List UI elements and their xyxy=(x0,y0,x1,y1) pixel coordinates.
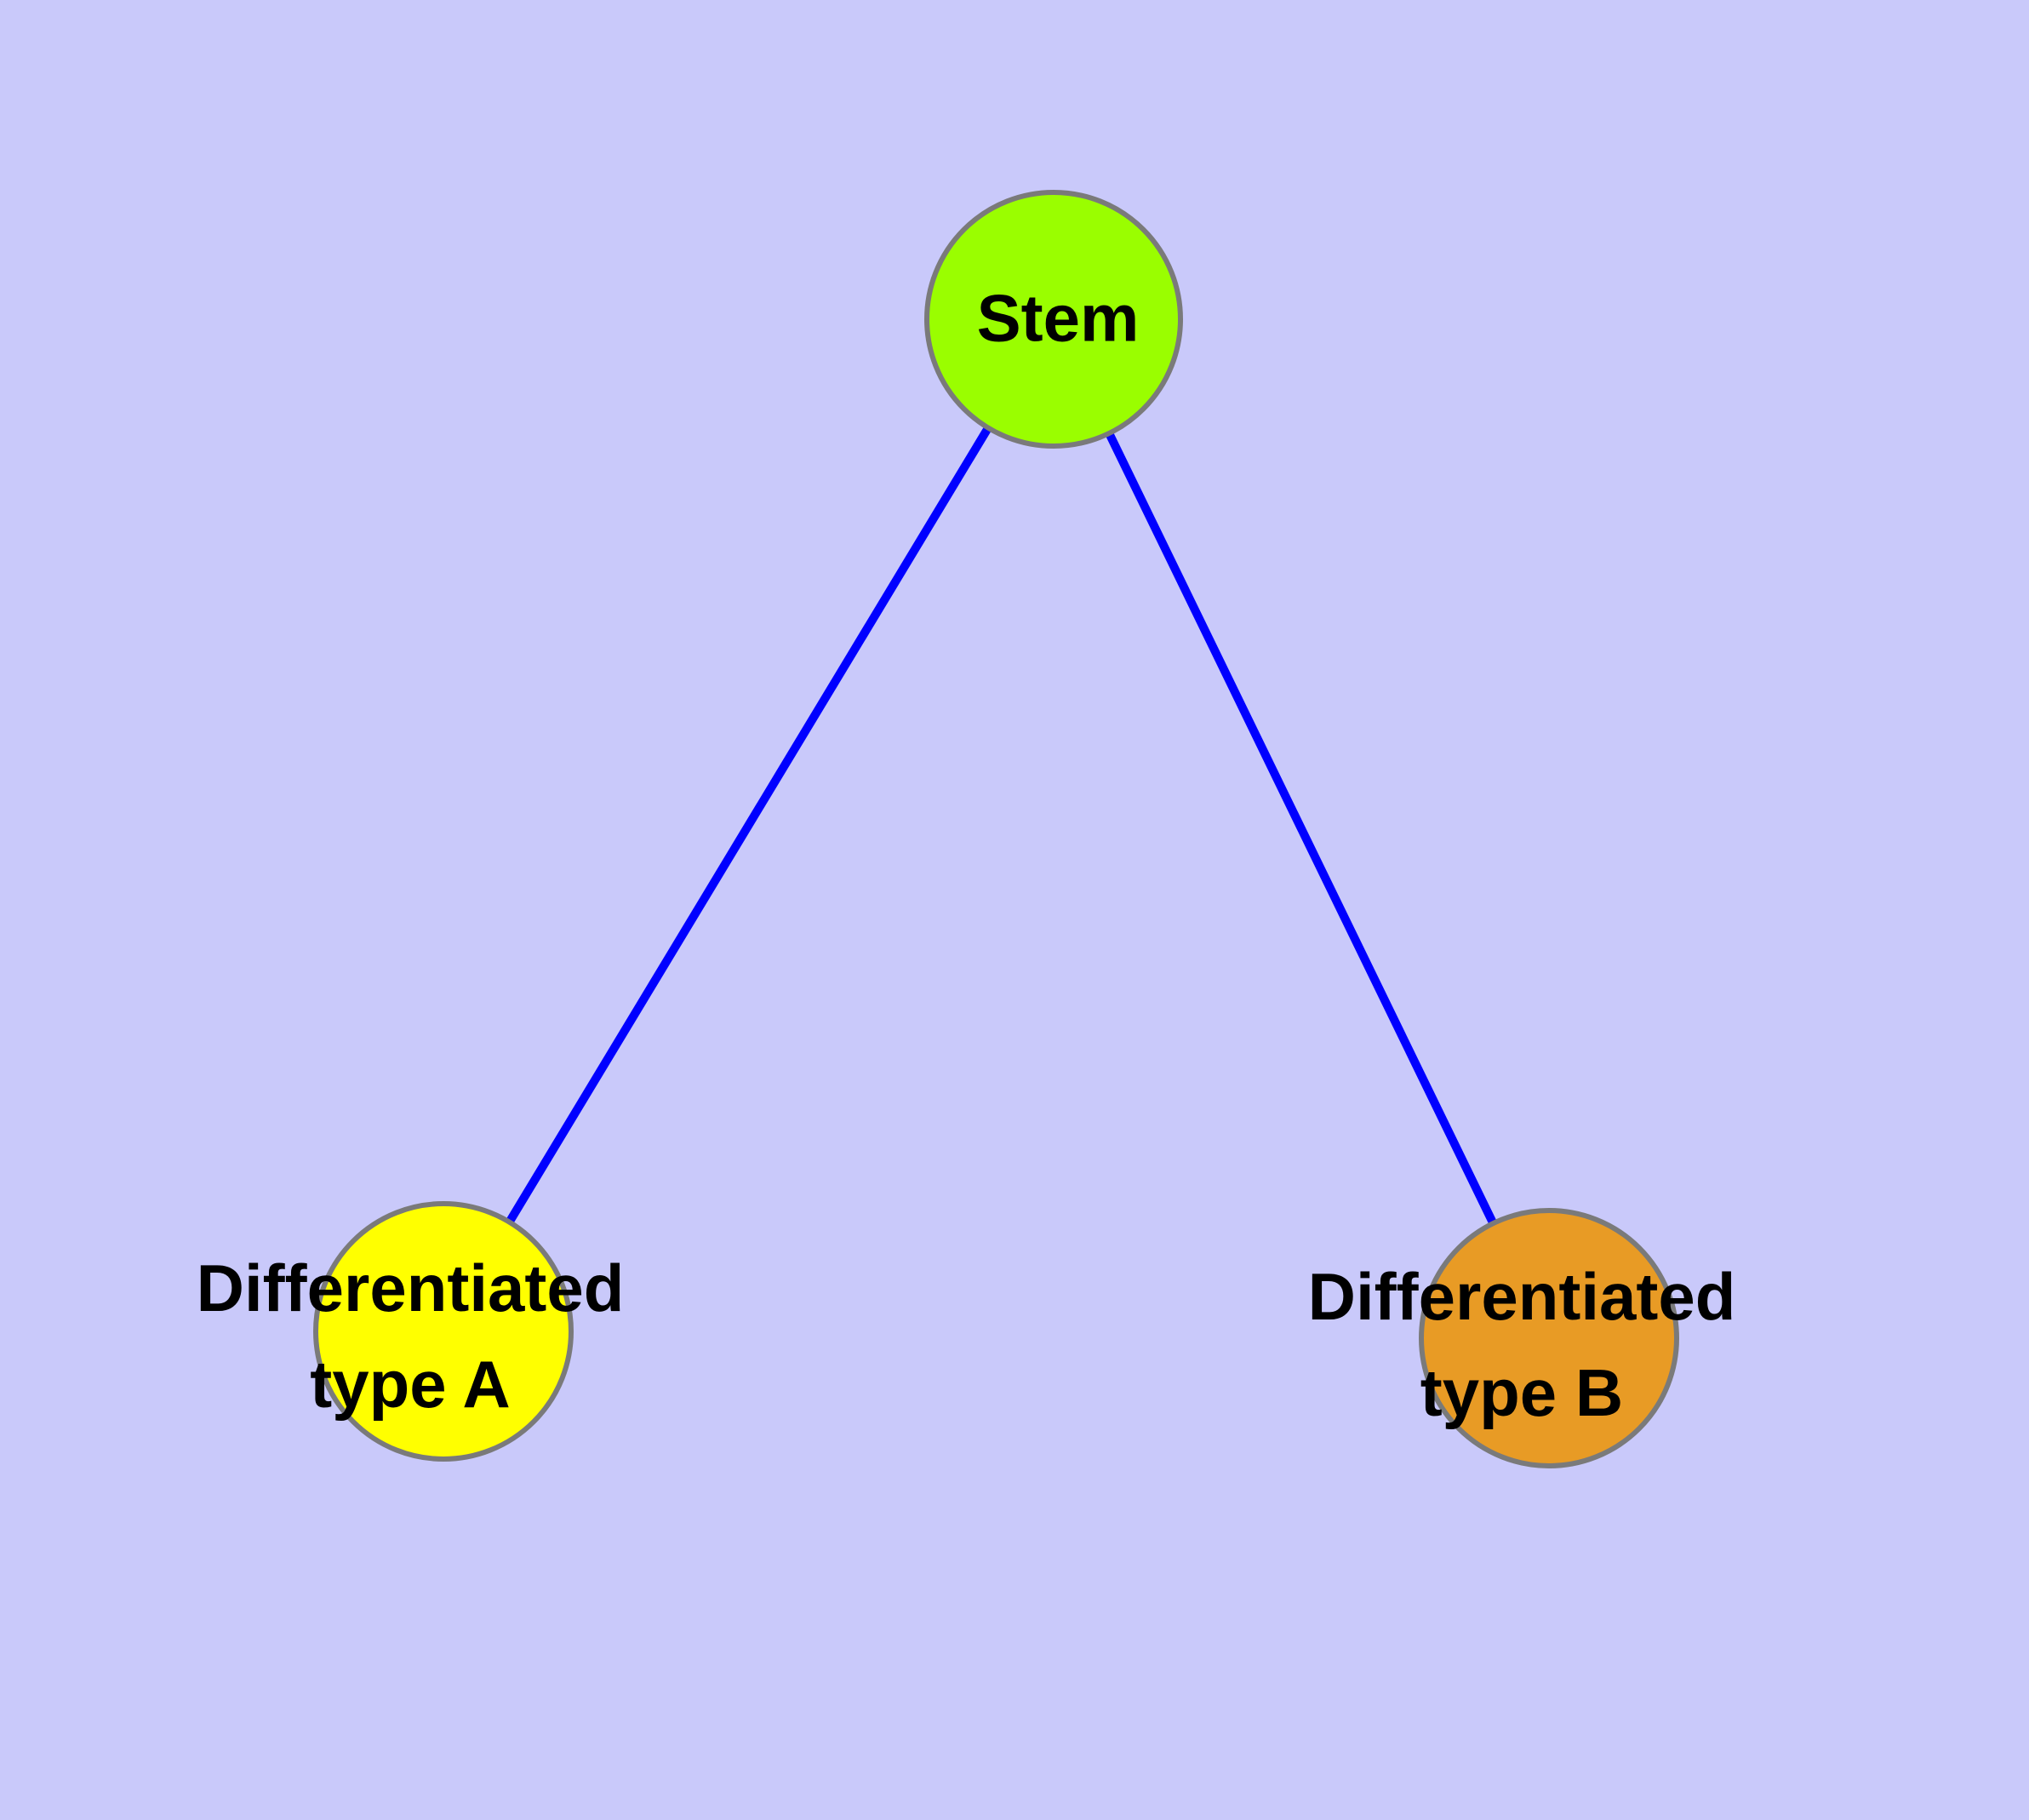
edge-stem-to-type-a xyxy=(439,317,1058,1334)
node-differentiated-type-a xyxy=(313,1201,574,1462)
node-differentiated-type-b xyxy=(1419,1208,1679,1468)
edge-stem-to-type-b xyxy=(1049,317,1553,1341)
node-stem xyxy=(924,190,1183,449)
